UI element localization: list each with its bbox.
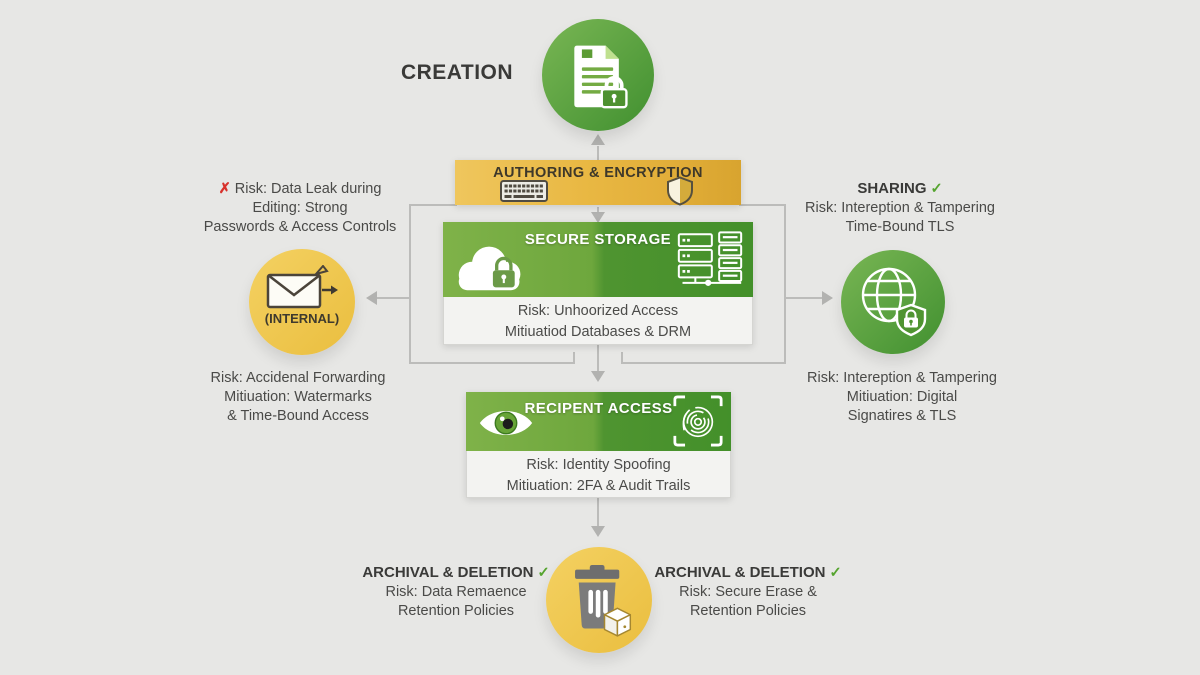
external-risk-text1: Risk: Intereption & Tampering bbox=[807, 370, 997, 386]
connector-storage-to-recipient bbox=[597, 345, 599, 373]
creation-risk-text1: Risk: Data Leak during bbox=[234, 181, 382, 197]
document-lock-icon bbox=[574, 45, 628, 109]
arrow-down-icon bbox=[591, 371, 605, 382]
envelope-forward-icon bbox=[266, 265, 338, 309]
archival-left-text2: Retention Policies bbox=[397, 603, 515, 619]
archival-right-title-line: ARCHIVAL & DELETION ✓ bbox=[628, 563, 868, 583]
frame-bottom-left-line bbox=[409, 362, 575, 364]
cross-icon: ✗ bbox=[218, 181, 231, 197]
internal-risk-text2: Mitiuation: Watermarks bbox=[224, 389, 372, 405]
archival-left-text1: Risk: Data Remaence bbox=[385, 584, 527, 600]
storage-mitigation-text: Mitiuatiod Databases & DRM bbox=[504, 324, 692, 340]
recipient-mitigation-text: Mitiuation: 2FA & Audit Trails bbox=[506, 478, 691, 494]
storage-box: SECURE STORAGE bbox=[443, 222, 753, 345]
sharing-mitigation-text: Time-Bound TLS bbox=[845, 219, 955, 235]
external-risk-note: Risk: Intereption & Tampering Mitiuation… bbox=[782, 369, 1022, 426]
creation-risk-text2: Editing: Strong bbox=[252, 200, 348, 216]
check-icon: ✓ bbox=[829, 565, 842, 581]
archival-right-title: ARCHIVAL & DELETION bbox=[654, 564, 826, 581]
arrow-right-icon bbox=[822, 291, 833, 305]
frame-bottom-right-line bbox=[621, 362, 786, 364]
frame-bottom-right-tick bbox=[621, 352, 623, 362]
external-risk-text2: Mitiuation: Digital bbox=[846, 389, 958, 405]
authoring-banner: AUTHORING & ENCRYPTION bbox=[455, 160, 741, 206]
connector-to-internal bbox=[377, 297, 411, 299]
archive-circle bbox=[546, 547, 652, 653]
archival-left-title: ARCHIVAL & DELETION bbox=[362, 564, 534, 581]
archival-left-note: ARCHIVAL & DELETION ✓ Risk: Data Remaenc… bbox=[336, 563, 576, 621]
recipient-box: RECIPENT ACCESS bbox=[466, 392, 731, 498]
internal-risk-note: Risk: Accidenal Forwarding Mitiuation: W… bbox=[178, 369, 418, 426]
connector-authoring-to-creation bbox=[597, 146, 599, 160]
storage-title: SECURE STORAGE bbox=[524, 231, 672, 248]
frame-left-line bbox=[409, 204, 411, 364]
creation-risk-line1: ✗ Risk: Data Leak during bbox=[180, 180, 420, 199]
eye-icon bbox=[479, 411, 533, 435]
arrow-down-icon bbox=[591, 212, 605, 223]
shield-icon bbox=[667, 176, 693, 206]
creation-stage-label: CREATION bbox=[400, 61, 514, 84]
authoring-title: AUTHORING & ENCRYPTION bbox=[493, 165, 703, 181]
fingerprint-icon bbox=[673, 395, 723, 447]
archival-right-text1: Risk: Secure Erase & bbox=[679, 584, 817, 600]
trash-archive-icon bbox=[575, 565, 632, 637]
archival-right-note: ARCHIVAL & DELETION ✓ Risk: Secure Erase… bbox=[628, 563, 868, 621]
storage-banner: SECURE STORAGE bbox=[443, 222, 753, 297]
creation-risk-text3: Passwords & Access Controls bbox=[203, 219, 397, 235]
recipient-banner: RECIPENT ACCESS bbox=[466, 392, 731, 451]
frame-bottom-left-tick bbox=[573, 352, 575, 362]
sharing-note: SHARING ✓ Risk: Intereption & Tampering … bbox=[780, 179, 1020, 237]
arrow-up-icon bbox=[591, 134, 605, 145]
internal-risk-text1: Risk: Accidenal Forwarding bbox=[210, 370, 386, 386]
internal-circle: (INTERNAL) bbox=[249, 249, 355, 355]
arrow-left-icon bbox=[366, 291, 377, 305]
internal-risk-text3: & Time-Bound Access bbox=[227, 408, 369, 424]
recipient-risk-panel: Risk: Identity Spoofing Mitiuation: 2FA … bbox=[466, 451, 731, 498]
arrow-down-icon bbox=[591, 526, 605, 537]
recipient-title: RECIPENT ACCESS bbox=[524, 400, 673, 417]
connector-to-sharing bbox=[786, 297, 822, 299]
sharing-circle bbox=[841, 250, 945, 354]
sharing-risk-text: Risk: Intereption & Tampering bbox=[805, 200, 995, 216]
recipient-risk-text: Risk: Identity Spoofing bbox=[526, 457, 671, 473]
storage-risk-panel: Risk: Unhoorized Access Mitiuatiod Datab… bbox=[443, 297, 753, 345]
sharing-title-line: SHARING ✓ bbox=[780, 179, 1020, 199]
creation-circle bbox=[542, 19, 654, 131]
archival-right-text2: Retention Policies bbox=[689, 603, 807, 619]
creation-risk-note: ✗ Risk: Data Leak during Editing: Strong… bbox=[180, 180, 420, 237]
archival-left-title-line: ARCHIVAL & DELETION ✓ bbox=[336, 563, 576, 583]
globe-shield-icon bbox=[861, 267, 927, 337]
storage-risk-text: Risk: Unhoorized Access bbox=[517, 303, 679, 319]
server-icon bbox=[677, 231, 743, 286]
external-risk-text3: Signatires & TLS bbox=[847, 408, 957, 424]
connector-recipient-to-archive bbox=[597, 498, 599, 528]
keyboard-icon bbox=[500, 180, 548, 202]
check-icon: ✓ bbox=[537, 565, 550, 581]
sharing-title: SHARING bbox=[857, 180, 927, 197]
frame-top-left-line bbox=[409, 204, 457, 206]
check-icon: ✓ bbox=[930, 181, 943, 197]
frame-top-right-line bbox=[739, 204, 786, 206]
frame-right-line bbox=[784, 204, 786, 364]
cloud-lock-icon bbox=[458, 246, 521, 291]
connector-authoring-to-storage bbox=[597, 207, 599, 214]
internal-label: (INTERNAL) bbox=[264, 311, 340, 326]
